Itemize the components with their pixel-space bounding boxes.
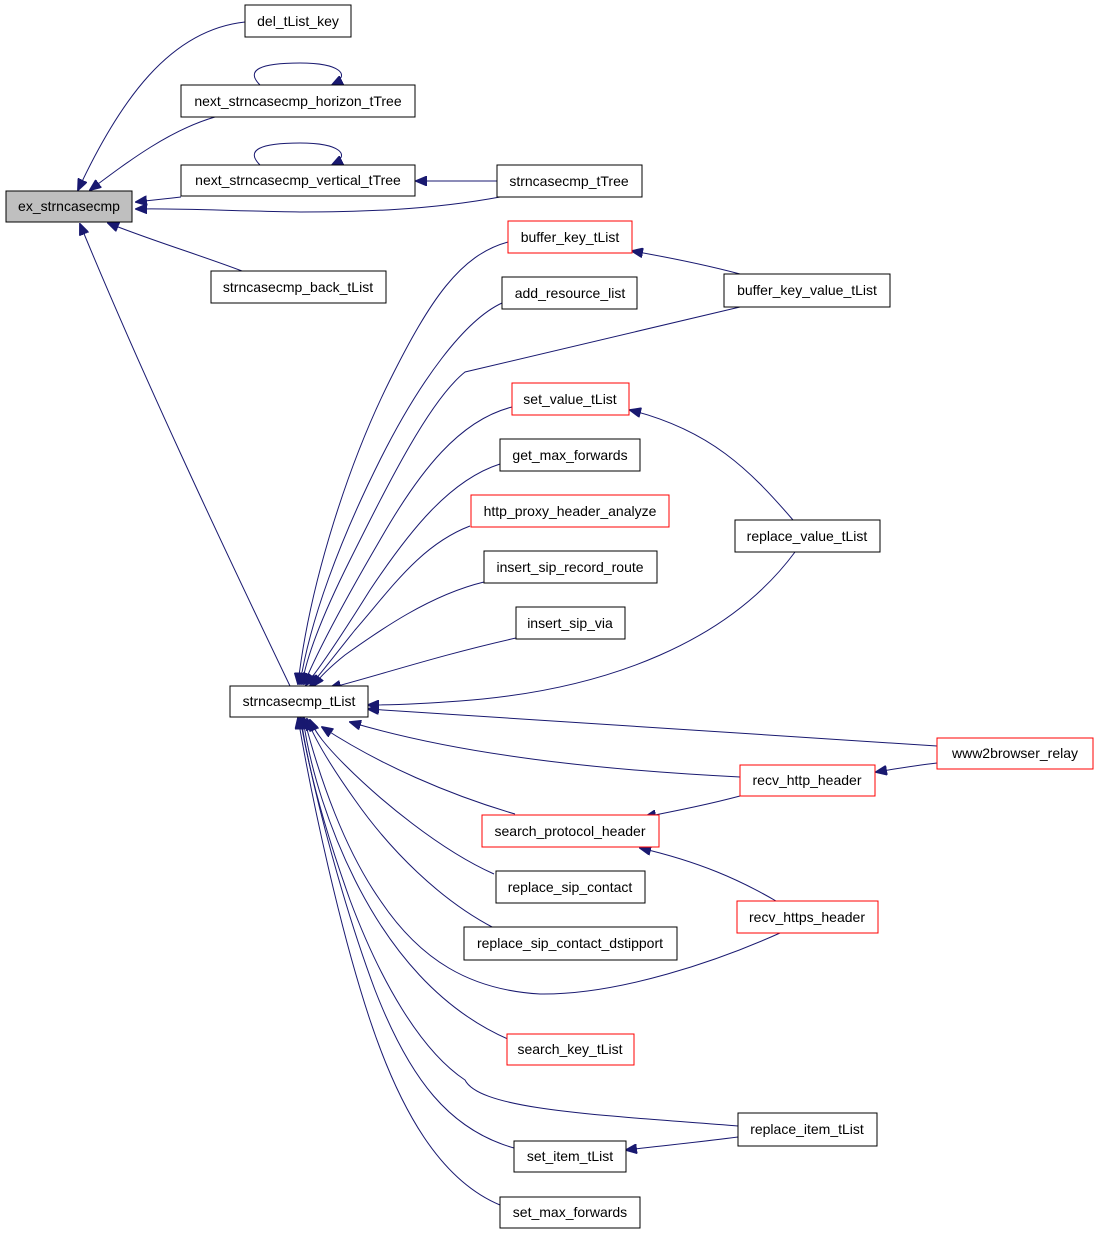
node-recv_http_header[interactable]: recv_http_header bbox=[739, 764, 876, 797]
node-del_tList_key[interactable]: del_tList_key bbox=[244, 4, 352, 38]
edge-recv_http_header-to-search_protocol_header bbox=[645, 795, 741, 817]
node-label: www2browser_relay bbox=[951, 745, 1078, 761]
node-label: replace_sip_contact_dstipport bbox=[477, 935, 663, 951]
node-replace_value_tList[interactable]: replace_value_tList bbox=[734, 519, 881, 553]
edge-replace_sip_contact-to-strncasecmp_tList bbox=[310, 720, 495, 875]
node-label: search_key_tList bbox=[517, 1041, 622, 1057]
edge-recv_https_header-to-search_protocol_header bbox=[640, 848, 777, 902]
edge-del_tList_key-to-ex_strncasecmp bbox=[78, 21, 246, 190]
node-buffer_key_value_tList[interactable]: buffer_key_value_tList bbox=[723, 273, 891, 308]
node-set_item_tList[interactable]: set_item_tList bbox=[513, 1140, 627, 1173]
node-set_max_forwards[interactable]: set_max_forwards bbox=[499, 1196, 641, 1229]
node-get_max_forwards[interactable]: get_max_forwards bbox=[499, 438, 641, 472]
edge-recv_https_header-to-strncasecmp_tList bbox=[304, 718, 781, 995]
node-http_proxy_header_analyze[interactable]: http_proxy_header_analyze bbox=[470, 494, 670, 528]
node-insert_sip_record_route[interactable]: insert_sip_record_route bbox=[483, 550, 658, 584]
node-label: add_resource_list bbox=[515, 285, 626, 301]
edge-strncasecmp_tList-to-ex_strncasecmp bbox=[80, 224, 291, 687]
edge-strncasecmp_tTree-to-ex_strncasecmp bbox=[136, 196, 501, 212]
edge-replace_sip_contact_dstipport-to-strncasecmp_tList bbox=[307, 719, 495, 929]
node-label: http_proxy_header_analyze bbox=[484, 503, 657, 519]
node-label: replace_value_tList bbox=[747, 528, 868, 544]
edge-get_max_forwards-to-strncasecmp_tList bbox=[306, 463, 501, 685]
edge-insert_sip_via-to-strncasecmp_tList bbox=[330, 637, 517, 688]
node-label: strncasecmp_back_tList bbox=[223, 279, 373, 295]
node-search_key_tList[interactable]: search_key_tList bbox=[506, 1033, 635, 1066]
node-next_strncasecmp_vertical_tTree[interactable]: next_strncasecmp_vertical_tTree bbox=[180, 164, 416, 197]
edge-www2browser_relay-to-recv_http_header bbox=[876, 762, 938, 772]
node-label: del_tList_key bbox=[257, 13, 339, 29]
node-label: replace_item_tList bbox=[750, 1121, 864, 1137]
edge-strncasecmp_back_tList-to-ex_strncasecmp bbox=[108, 223, 243, 272]
node-strncasecmp_tTree[interactable]: strncasecmp_tTree bbox=[496, 164, 643, 198]
edge-replace_item_tList-to-set_item_tList bbox=[626, 1136, 739, 1150]
edge-recv_http_header-to-strncasecmp_tList bbox=[350, 722, 741, 778]
edge-replace_item_tList-to-strncasecmp_tList bbox=[301, 718, 739, 1127]
node-recv_https_header[interactable]: recv_https_header bbox=[736, 900, 879, 934]
node-search_protocol_header[interactable]: search_protocol_header bbox=[481, 814, 660, 848]
node-label: next_strncasecmp_horizon_tTree bbox=[194, 93, 401, 109]
edge-set_max_forwards-to-strncasecmp_tList bbox=[298, 718, 501, 1206]
node-label: set_value_tList bbox=[523, 391, 617, 407]
node-label: set_item_tList bbox=[527, 1148, 613, 1164]
edge-add_resource_list-to-strncasecmp_tList bbox=[300, 302, 503, 684]
edge-replace_value_tList-to-strncasecmp_tList bbox=[368, 551, 796, 705]
edge-next_strncasecmp_horizon_tTree-to-ex_strncasecmp bbox=[90, 116, 216, 190]
edge-search_protocol_header-to-strncasecmp_tList bbox=[322, 727, 516, 815]
node-label: strncasecmp_tTree bbox=[509, 173, 629, 189]
edge-insert_sip_record_route-to-strncasecmp_tList bbox=[313, 581, 485, 686]
edge-next_strncasecmp_vertical_tTree-to-ex_strncasecmp bbox=[136, 197, 182, 202]
edge-buffer_key_value_tList-to-buffer_key_tList bbox=[632, 251, 741, 275]
node-label: get_max_forwards bbox=[512, 447, 627, 463]
node-label: recv_https_header bbox=[749, 909, 865, 925]
node-label: next_strncasecmp_vertical_tTree bbox=[195, 172, 401, 188]
edge-buffer_key_value_tList-to-strncasecmp_tList bbox=[302, 306, 741, 684]
node-label: buffer_key_tList bbox=[521, 229, 620, 245]
edge-set_value_tList-to-strncasecmp_tList bbox=[304, 406, 513, 684]
edge-next_strncasecmp_vertical_tTree-self bbox=[253, 142, 341, 165]
node-insert_sip_via[interactable]: insert_sip_via bbox=[515, 606, 626, 640]
edge-next_strncasecmp_horizon_tTree-self bbox=[253, 62, 341, 85]
node-buffer_key_tList[interactable]: buffer_key_tList bbox=[507, 220, 633, 254]
node-label: ex_strncasecmp bbox=[18, 198, 120, 214]
node-label: replace_sip_contact bbox=[508, 879, 633, 895]
node-add_resource_list[interactable]: add_resource_list bbox=[501, 276, 638, 310]
node-replace_sip_contact_dstipport[interactable]: replace_sip_contact_dstipport bbox=[463, 926, 678, 961]
node-www2browser_relay[interactable]: www2browser_relay bbox=[936, 737, 1094, 770]
edge-set_item_tList-to-strncasecmp_tList bbox=[300, 718, 515, 1149]
node-label: recv_http_header bbox=[753, 772, 862, 788]
node-label: search_protocol_header bbox=[495, 823, 646, 839]
node-label: buffer_key_value_tList bbox=[737, 282, 877, 298]
node-label: insert_sip_record_route bbox=[496, 559, 643, 575]
node-strncasecmp_back_tList[interactable]: strncasecmp_back_tList bbox=[210, 270, 387, 304]
node-label: set_max_forwards bbox=[513, 1204, 627, 1220]
node-label: strncasecmp_tList bbox=[243, 693, 356, 709]
node-label: insert_sip_via bbox=[527, 615, 613, 631]
edge-www2browser_relay-to-strncasecmp_tList bbox=[368, 709, 938, 747]
node-replace_item_tList[interactable]: replace_item_tList bbox=[737, 1112, 878, 1147]
edge-search_key_tList-to-strncasecmp_tList bbox=[303, 718, 511, 1041]
node-set_value_tList[interactable]: set_value_tList bbox=[511, 382, 630, 416]
node-strncasecmp_tList[interactable]: strncasecmp_tList bbox=[229, 685, 369, 718]
edge-http_proxy_header_analyze-to-strncasecmp_tList bbox=[310, 525, 471, 686]
edge-replace_value_tList-to-set_value_tList bbox=[630, 410, 794, 521]
node-replace_sip_contact[interactable]: replace_sip_contact bbox=[495, 870, 646, 904]
node-ex_strncasecmp[interactable]: ex_strncasecmp bbox=[5, 190, 133, 223]
node-next_strncasecmp_horizon_tTree[interactable]: next_strncasecmp_horizon_tTree bbox=[180, 84, 416, 118]
edge-buffer_key_tList-to-strncasecmp_tList bbox=[298, 241, 509, 684]
